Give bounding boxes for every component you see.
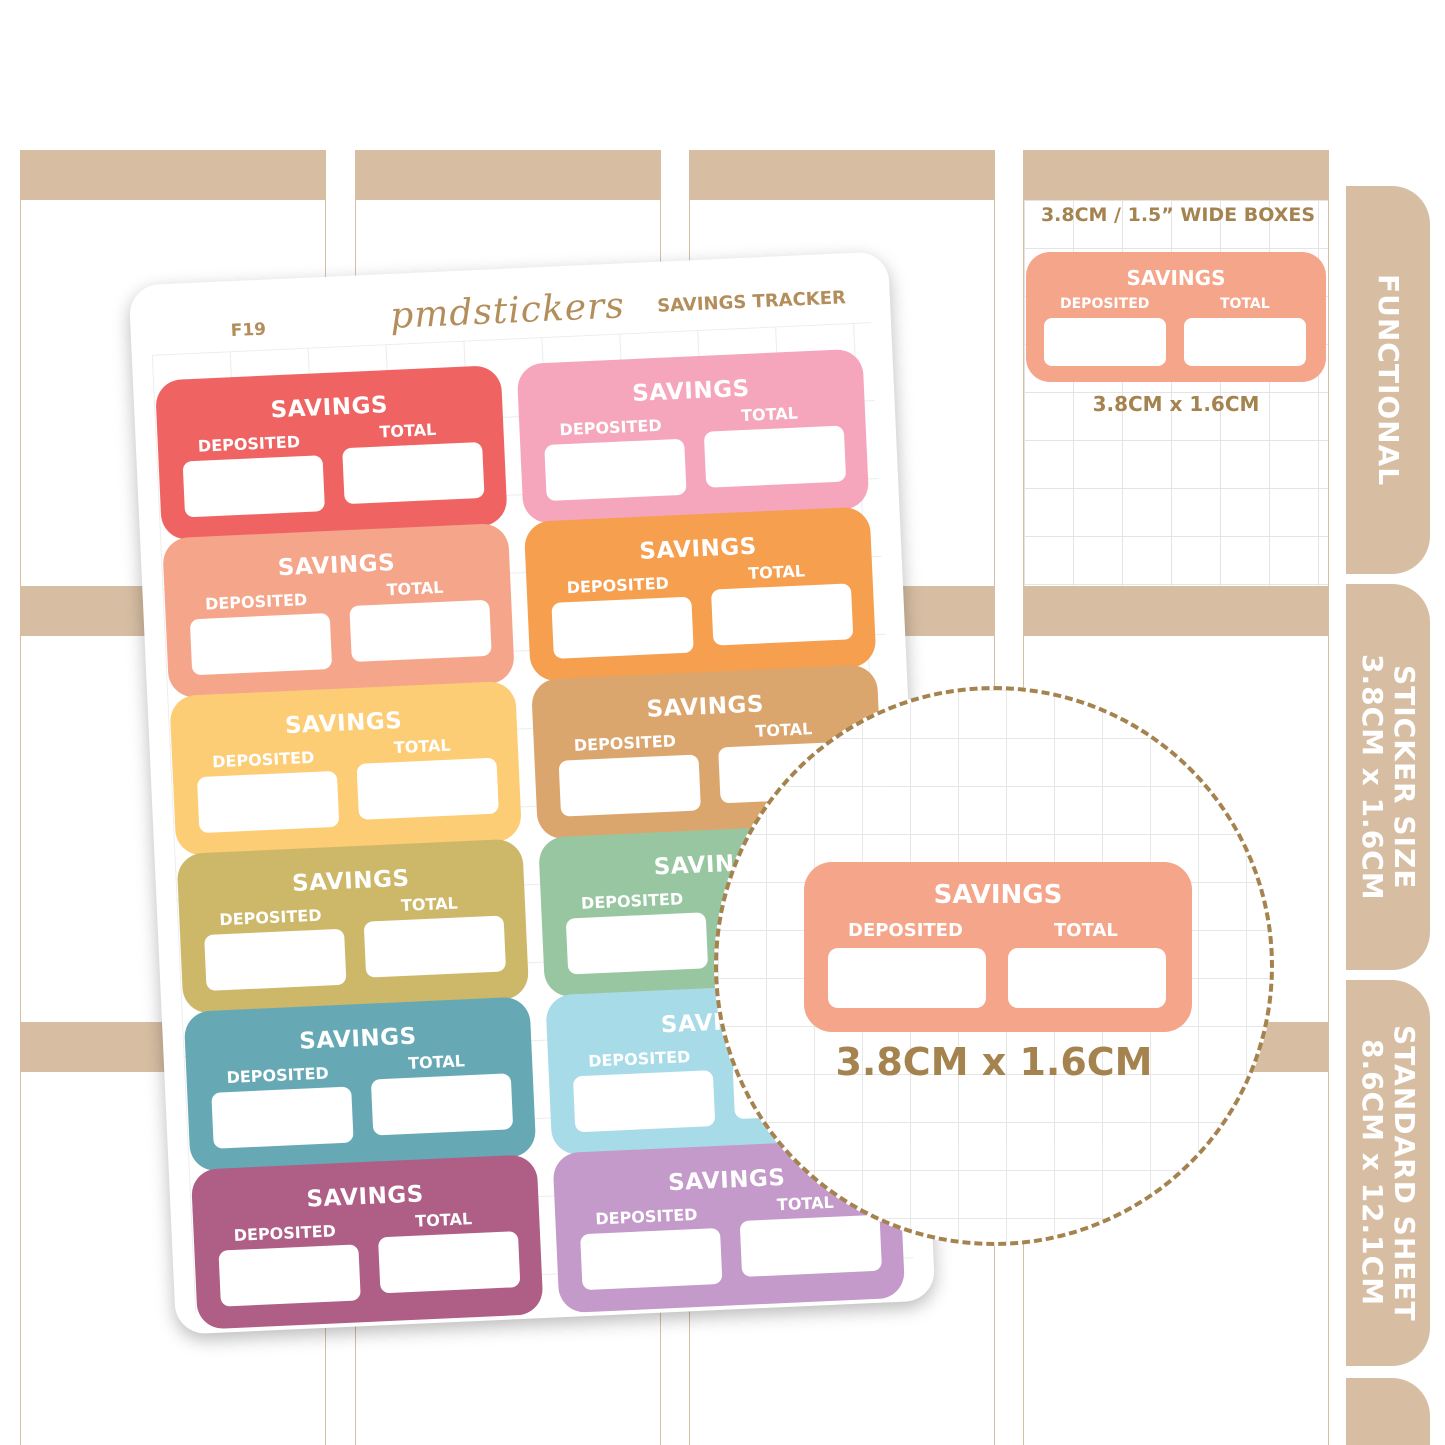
column-divider-band xyxy=(1024,586,1328,636)
savings-sticker: SAVINGS DEPOSITED TOTAL xyxy=(176,838,530,1015)
sticker-deposited-label: DEPOSITED xyxy=(594,1204,698,1229)
zoom-deposited-box xyxy=(828,948,986,1008)
deposited-box xyxy=(204,928,347,991)
preview-deposited-box xyxy=(1044,318,1166,366)
zoom-total-box xyxy=(1008,948,1166,1008)
savings-sticker: SAVINGS DEPOSITED TOTAL xyxy=(162,522,515,699)
tab-sticker-size-line2: 3.8CM x 1.6CM xyxy=(1356,653,1389,901)
sticker-deposited-label: DEPOSITED xyxy=(226,1063,330,1088)
savings-sticker: SAVINGS DEPOSITED TOTAL xyxy=(523,506,877,682)
savings-sticker: SAVINGS DEPOSITED TOTAL xyxy=(169,680,523,857)
total-box xyxy=(363,915,507,978)
zoom-circle: SAVINGS DEPOSITED TOTAL 3.8CM x 1.6CM xyxy=(714,686,1274,1246)
sticker-total-label: TOTAL xyxy=(400,893,459,916)
sticker-deposited-label: DEPOSITED xyxy=(211,747,315,772)
deposited-box xyxy=(189,612,333,676)
sticker-total-label: TOTAL xyxy=(393,735,451,758)
sticker-deposited-label: DEPOSITED xyxy=(566,573,670,598)
deposited-box xyxy=(196,770,340,834)
tab-standard-sheet-line2: 8.6CM x 12.1CM xyxy=(1356,1039,1389,1307)
savings-sticker: SAVINGS DEPOSITED TOTAL xyxy=(190,1154,544,1330)
zoom-sticker-title: SAVINGS xyxy=(933,880,1063,910)
sticker-total-label: TOTAL xyxy=(407,1051,466,1073)
sticker-title: SAVINGS xyxy=(298,1023,418,1055)
total-box xyxy=(703,425,847,488)
sticker-total-label: TOTAL xyxy=(379,419,437,442)
column-header-band xyxy=(21,150,325,200)
sticker-total-label: TOTAL xyxy=(386,577,444,600)
deposited-box xyxy=(182,455,325,518)
deposited-box xyxy=(211,1086,354,1149)
sticker-title: SAVINGS xyxy=(284,707,403,740)
tab-standard-sheet-label: STANDARD SHEET 8.6CM x 12.1CM xyxy=(1356,1024,1421,1322)
tab-extra[interactable] xyxy=(1346,1378,1430,1445)
preview-header: 3.8CM / 1.5” WIDE BOXES xyxy=(1040,204,1316,226)
preview-total-box xyxy=(1184,318,1306,366)
sticker-deposited-label: DEPOSITED xyxy=(587,1047,691,1071)
deposited-box xyxy=(558,754,701,817)
zoom-sticker-deposited: DEPOSITED xyxy=(848,920,963,941)
sticker-title: SAVINGS xyxy=(291,865,411,897)
sticker-title: SAVINGS xyxy=(270,392,389,424)
column-header-band xyxy=(690,150,994,200)
savings-sticker: SAVINGS DEPOSITED TOTAL xyxy=(154,364,508,541)
sticker-title: SAVINGS xyxy=(305,1181,425,1213)
sticker-title: SAVINGS xyxy=(638,533,758,565)
preview-dimension: 3.8CM x 1.6CM xyxy=(1092,392,1260,416)
zoom-sticker-total: TOTAL xyxy=(1054,920,1118,941)
sticker-deposited-label: DEPOSITED xyxy=(218,905,322,930)
tab-sticker-size[interactable]: STICKER SIZE 3.8CM x 1.6CM xyxy=(1346,584,1430,970)
sticker-total-label: TOTAL xyxy=(740,403,799,426)
column-header-band xyxy=(1024,150,1328,200)
total-box xyxy=(349,599,492,663)
sheet-code: F19 xyxy=(230,319,267,342)
tab-sticker-size-line1: STICKER SIZE xyxy=(1388,664,1421,890)
deposited-box xyxy=(572,1070,716,1133)
savings-sticker: SAVINGS DEPOSITED TOTAL xyxy=(183,996,537,1172)
zoom-sticker: SAVINGS DEPOSITED TOTAL xyxy=(804,862,1192,1032)
column-header-band xyxy=(356,150,660,200)
preview-sticker-deposited: DEPOSITED xyxy=(1060,296,1150,312)
preview-sticker-total: TOTAL xyxy=(1220,296,1270,312)
sticker-title: SAVINGS xyxy=(277,549,396,582)
tab-functional-label: FUNCTIONAL xyxy=(1372,273,1405,487)
savings-sticker: SAVINGS DEPOSITED TOTAL xyxy=(516,348,870,525)
total-box xyxy=(342,441,485,505)
total-box xyxy=(356,757,499,820)
sticker-total-label: TOTAL xyxy=(414,1209,473,1231)
deposited-box xyxy=(580,1227,723,1291)
sticker-deposited-label: DEPOSITED xyxy=(559,415,663,440)
brand-logo: pmdstickers xyxy=(389,285,626,337)
sticker-deposited-label: DEPOSITED xyxy=(197,432,301,456)
tab-standard-sheet-line1: STANDARD SHEET xyxy=(1388,1024,1421,1322)
tab-functional[interactable]: FUNCTIONAL xyxy=(1346,186,1430,574)
tab-sticker-size-label: STICKER SIZE 3.8CM x 1.6CM xyxy=(1356,653,1421,901)
sheet-title: SAVINGS TRACKER xyxy=(656,287,847,317)
total-box xyxy=(710,583,854,646)
preview-sticker-title: SAVINGS xyxy=(1126,266,1226,290)
preview-sticker: SAVINGS DEPOSITED TOTAL xyxy=(1026,252,1326,382)
sticker-deposited-label: DEPOSITED xyxy=(204,590,308,614)
deposited-box xyxy=(565,912,709,975)
sticker-deposited-label: DEPOSITED xyxy=(580,889,684,913)
sticker-title: SAVINGS xyxy=(631,375,751,408)
deposited-box xyxy=(551,596,694,659)
total-box xyxy=(378,1231,521,1294)
sticker-deposited-label: DEPOSITED xyxy=(573,731,677,756)
sticker-total-label: TOTAL xyxy=(747,561,806,583)
zoom-dimension: 3.8CM x 1.6CM xyxy=(835,1040,1153,1084)
sticker-deposited-label: DEPOSITED xyxy=(233,1221,337,1245)
deposited-box xyxy=(218,1244,361,1307)
total-box xyxy=(370,1073,514,1136)
tab-standard-sheet[interactable]: STANDARD SHEET 8.6CM x 12.1CM xyxy=(1346,980,1430,1366)
deposited-box xyxy=(544,438,687,502)
